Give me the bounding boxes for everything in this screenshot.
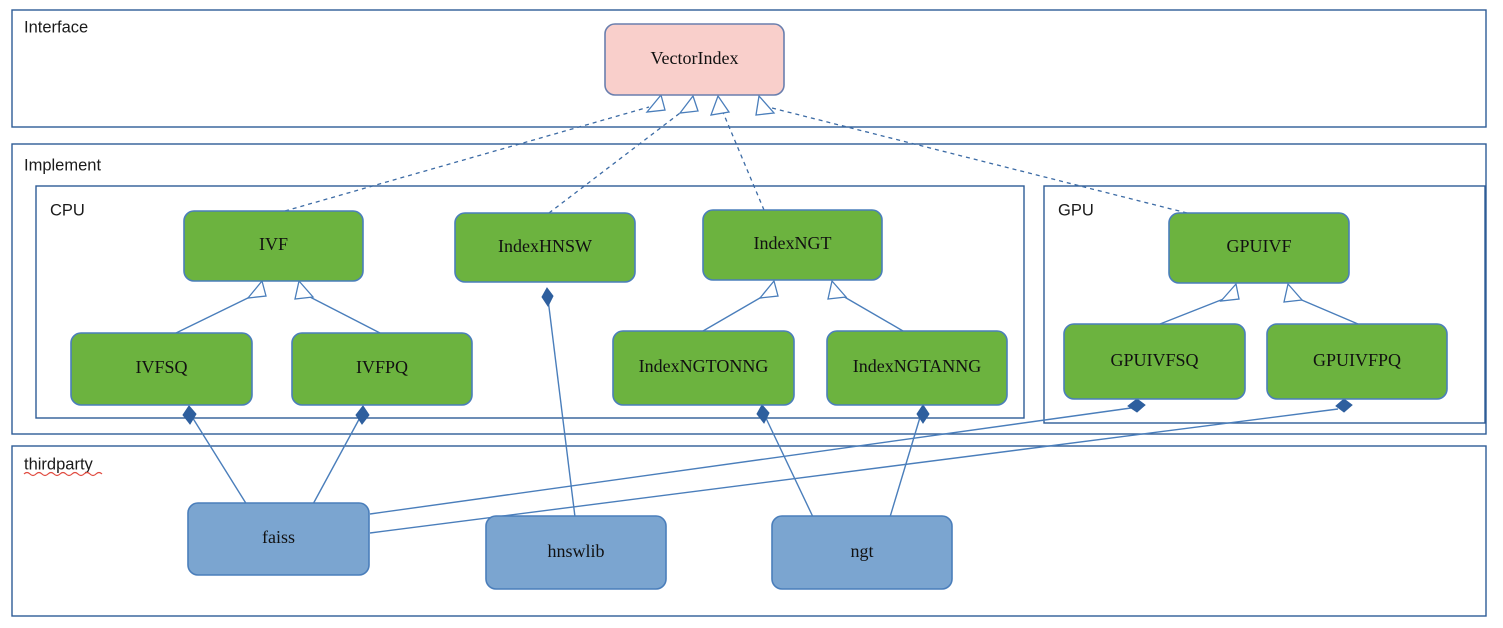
frame-interface: Interface [11, 9, 1487, 128]
frame-cpu-label: CPU [50, 201, 85, 219]
edge-ivfpq-ivf [307, 295, 381, 334]
frame-cpu: CPU [35, 185, 1025, 419]
node-indexngtanng-rect[interactable] [826, 330, 1008, 406]
node-ivf[interactable]: IVF [183, 210, 364, 282]
node-ivfpq-label: IVFPQ [356, 357, 408, 377]
diamond-faiss-ivfpq-icon [355, 405, 370, 425]
triangle-gpuivfpq-gpuivf-icon [1283, 282, 1304, 303]
node-hnswlib-label: hnswlib [547, 541, 604, 561]
triangle-indexhnsw-vectorindex-icon [678, 94, 699, 114]
node-indexngtanng[interactable]: IndexNGTANNG [826, 330, 1008, 406]
node-ngt-label: ngt [850, 541, 873, 561]
edge-indexngtonng-indexngt [702, 294, 766, 332]
frame-implement: Implement [11, 143, 1487, 435]
frame-thirdparty: thirdparty [11, 445, 1487, 617]
node-ivfsq-label: IVFSQ [135, 357, 187, 377]
edge-indexngtanng-indexngt [840, 294, 904, 332]
node-indexhnsw-rect[interactable] [454, 212, 636, 283]
diamond-ngt-indexngtanng-icon [916, 404, 930, 424]
node-vectorindex-rect[interactable] [604, 23, 785, 96]
node-gpuivfsq[interactable]: GPUIVFSQ [1063, 323, 1246, 400]
diamond-faiss-gpuivfsq-icon [1127, 398, 1146, 413]
node-indexngtonng[interactable]: IndexNGTONNG [612, 330, 795, 406]
edge-faiss-ivfpq [311, 411, 364, 507]
frame-interface-label: Interface [24, 18, 88, 36]
node-indexngtonng-label: IndexNGTONNG [639, 356, 769, 376]
edge-indexngt-vectorindex [721, 109, 765, 211]
node-ivfsq-rect[interactable] [70, 332, 253, 406]
triangle-ivfsq-ivf-icon [246, 279, 267, 299]
node-indexngtonng-rect[interactable] [612, 330, 795, 406]
triangle-indexngtanng-indexngt-icon [827, 279, 848, 300]
node-gpuivf[interactable]: GPUIVF [1168, 212, 1350, 284]
node-indexngt[interactable]: IndexNGT [702, 209, 883, 281]
frame-interface-rect [11, 9, 1487, 128]
node-ivfpq-rect[interactable] [291, 332, 473, 406]
edge-ngt-indexngtonng [763, 413, 814, 518]
frame-implement-rect [11, 143, 1487, 435]
node-vectorindex-label: VectorIndex [651, 48, 739, 68]
node-faiss-rect[interactable] [187, 502, 370, 576]
node-indexngt-rect[interactable] [702, 209, 883, 281]
edge-faiss-ivfsq [188, 411, 248, 506]
triangle-indexngtonng-indexngt-icon [758, 279, 779, 299]
edge-ngt-indexngtanng [889, 413, 922, 518]
node-ivf-rect[interactable] [183, 210, 364, 282]
node-ivfsq[interactable]: IVFSQ [70, 332, 253, 406]
diamond-hnswlib-indexhnsw-icon [541, 287, 554, 307]
node-gpuivfpq-label: GPUIVFPQ [1313, 350, 1401, 370]
frame-thirdparty-rect [11, 445, 1487, 617]
node-gpuivfsq-label: GPUIVFSQ [1110, 350, 1198, 370]
triangle-ivf-vectorindex-icon [645, 93, 666, 113]
node-indexngtanng-label: IndexNGTANNG [853, 356, 982, 376]
edge-gpuivfpq-gpuivf [1296, 297, 1359, 325]
edges-composition [182, 287, 1353, 534]
node-hnswlib[interactable]: hnswlib [485, 515, 667, 590]
node-gpuivfsq-rect[interactable] [1063, 323, 1246, 400]
node-indexhnsw[interactable]: IndexHNSW [454, 212, 636, 283]
node-ngt[interactable]: ngt [771, 515, 953, 590]
frame-implement-label: Implement [24, 156, 101, 174]
edges-realization [284, 93, 1188, 214]
triangle-indexngt-vectorindex-icon [710, 94, 731, 116]
node-ngt-rect[interactable] [771, 515, 953, 590]
frame-cpu-rect [35, 185, 1025, 419]
edge-faiss-gpuivfpq [369, 408, 1339, 534]
edge-hnswlib-indexhnsw [547, 298, 576, 518]
triangle-gpuivf-vectorindex-icon [755, 94, 776, 116]
triangle-ivfpq-ivf-icon [294, 279, 315, 300]
node-hnswlib-rect[interactable] [485, 515, 667, 590]
node-gpuivfpq-rect[interactable] [1266, 323, 1448, 400]
node-faiss[interactable]: faiss [187, 502, 370, 576]
triangle-gpuivfsq-gpuivf-icon [1219, 282, 1240, 302]
edge-faiss-gpuivfsq [369, 407, 1132, 515]
frame-gpu-rect [1043, 185, 1486, 424]
edges-generalization [175, 279, 1359, 334]
edge-ivfsq-ivf [175, 294, 255, 334]
node-ivfpq[interactable]: IVFPQ [291, 332, 473, 406]
diamond-faiss-ivfsq-icon [182, 405, 197, 425]
frame-gpu-label: GPU [1058, 201, 1094, 219]
node-ivf-label: IVF [259, 234, 288, 254]
edge-gpuivf-vectorindex [771, 107, 1188, 214]
spellcheck-underline-icon [23, 471, 103, 477]
diamond-faiss-gpuivfpq-icon [1335, 398, 1353, 413]
node-gpuivf-rect[interactable] [1168, 212, 1350, 284]
node-indexngt-label: IndexNGT [754, 233, 832, 253]
node-gpuivfpq[interactable]: GPUIVFPQ [1266, 323, 1448, 400]
frame-thirdparty-label: thirdparty [24, 455, 94, 473]
edge-gpuivfsq-gpuivf [1159, 297, 1227, 325]
edge-indexhnsw-vectorindex [548, 109, 685, 214]
diamond-ngt-indexngtonng-icon [756, 404, 770, 424]
node-faiss-label: faiss [262, 527, 295, 547]
node-gpuivf-label: GPUIVF [1226, 236, 1291, 256]
node-indexhnsw-label: IndexHNSW [498, 236, 592, 256]
edge-ivf-vectorindex [284, 106, 650, 212]
frame-gpu: GPU [1043, 185, 1486, 424]
node-vectorindex[interactable]: VectorIndex [604, 23, 785, 96]
